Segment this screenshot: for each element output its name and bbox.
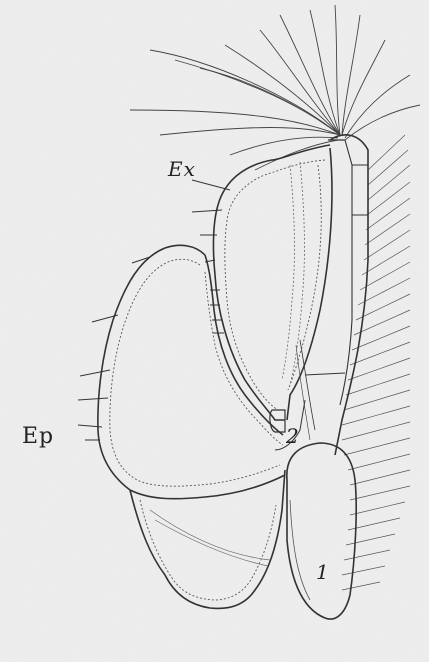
label-ep: Ep bbox=[22, 424, 54, 449]
label-one: 1 bbox=[316, 560, 330, 584]
label-two: 2 bbox=[286, 424, 300, 448]
label-ex: Ex bbox=[168, 157, 196, 181]
